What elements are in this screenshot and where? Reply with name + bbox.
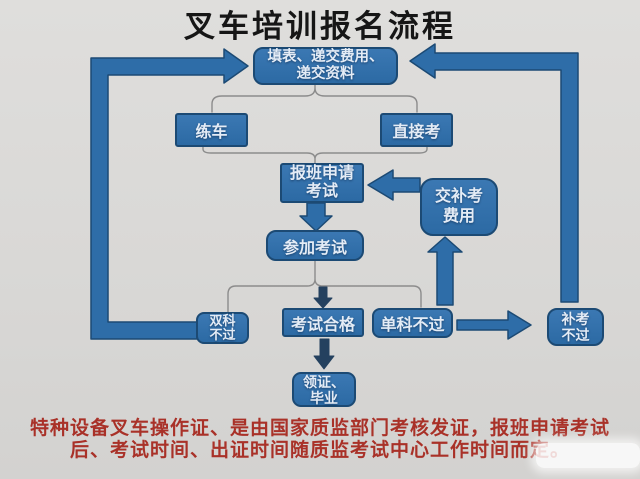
arrow-apply-to-exam	[299, 202, 333, 232]
arrow-loop-right-reregister	[409, 43, 579, 303]
arrow-fee-to-apply	[367, 169, 421, 201]
node-retake-fail: 补考 不过	[547, 308, 604, 346]
node-direct-exam: 直接考	[380, 113, 453, 147]
node-one-subject-fail: 单科不过	[372, 308, 453, 338]
connector-brace-top	[211, 83, 418, 113]
node-exam-pass: 考试合格	[282, 308, 364, 337]
footnote-line-1: 特种设备叉车操作证、是由国家质监部门考核发证，报班申请考试	[29, 418, 610, 439]
arrow-onefail-to-retakefail	[456, 310, 532, 340]
connector-brace-bottom	[227, 260, 422, 313]
node-retake-fee: 交补考 费用	[420, 178, 498, 236]
arrow-pass-to-graduate	[313, 338, 335, 370]
arrow-onefail-up-to-fee	[427, 236, 463, 306]
connector-brace-mid	[202, 146, 428, 164]
node-take-exam: 参加考试	[266, 230, 364, 261]
node-practice-driving: 练车	[175, 113, 248, 147]
footnote-line-2: 后、考试时间、出证时间随质监考试中心工作时间而定。	[69, 440, 570, 461]
node-apply-exam: 报班申请 考试	[280, 163, 364, 203]
node-certificate-graduate: 领证、 毕业	[292, 372, 356, 407]
arrow-exam-to-pass	[313, 286, 333, 309]
watermark-blur-patch	[536, 443, 640, 468]
node-register: 填表、递交费用、 递交资料	[253, 47, 398, 85]
node-both-subjects-fail: 双科 不过	[196, 312, 249, 344]
page-title: 叉车培训报名流程	[184, 9, 456, 45]
arrow-loop-left-reregister	[90, 48, 249, 340]
